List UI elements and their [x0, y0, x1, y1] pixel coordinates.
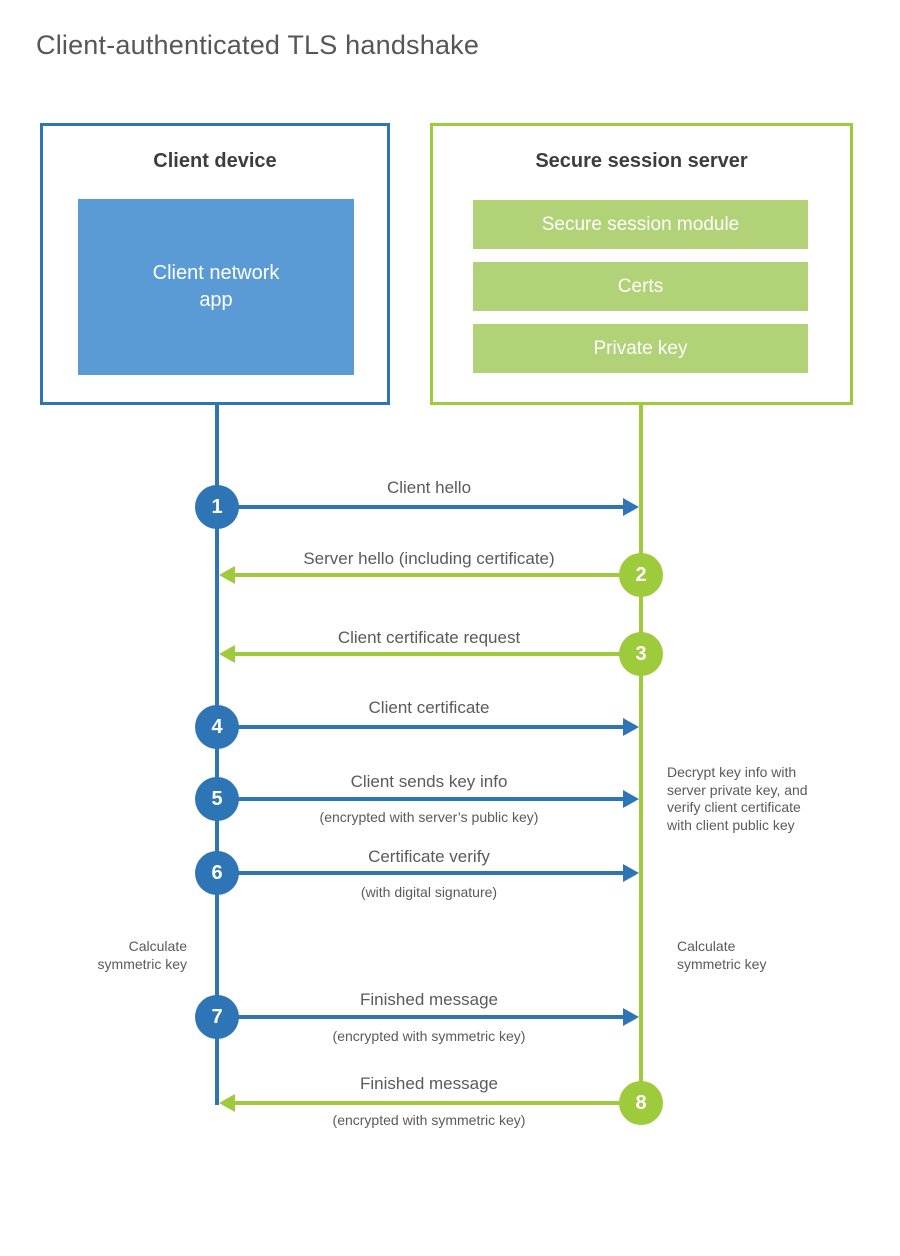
- arrowhead-left-icon: [219, 1094, 235, 1112]
- step-circle-5: 5: [195, 777, 239, 821]
- arrowhead-left-icon: [219, 645, 235, 663]
- arrowhead-right-icon: [623, 790, 639, 808]
- client-device-box: Client device Client network app: [40, 123, 390, 405]
- server-lifeline: [639, 405, 643, 1103]
- arrowhead-right-icon: [623, 718, 639, 736]
- calculate-symmetric-key-right: Calculate symmetric key: [677, 938, 767, 972]
- message-label-3: Client certificate request: [337, 628, 521, 647]
- decrypt-note: Decrypt key info with server private key…: [667, 764, 808, 833]
- arrow-certificate-verify: [217, 864, 639, 882]
- step-circle-7: 7: [195, 995, 239, 1039]
- message-label-5: Client sends key info: [350, 772, 508, 791]
- message-label-8: Finished message: [360, 1074, 498, 1093]
- arrow-finished-server: [219, 1094, 641, 1112]
- step-circle-3: 3: [619, 632, 663, 676]
- arrow-server-hello: [219, 566, 641, 584]
- message-sub-8: (encrypted with symmetric key): [332, 1112, 526, 1128]
- message-label-1: Client hello: [386, 478, 472, 497]
- secure-session-server-title: Secure session server: [535, 150, 748, 172]
- arrow-client-cert-request: [219, 645, 641, 663]
- arrowhead-right-icon: [623, 864, 639, 882]
- client-network-app-box: Client network app: [78, 199, 354, 375]
- client-lifeline: [215, 405, 219, 1105]
- message-sub-6: (with digital signature): [360, 884, 498, 900]
- step-circle-2: 2: [619, 553, 663, 597]
- message-label-6: Certificate verify: [368, 847, 490, 866]
- secure-session-server-box: Secure session server Secure session mod…: [430, 123, 853, 405]
- arrow-client-key-info: [217, 790, 639, 808]
- step-circle-8: 8: [619, 1081, 663, 1125]
- arrow-client-certificate: [217, 718, 639, 736]
- step-circle-6: 6: [195, 851, 239, 895]
- certs-bar: Certs: [473, 262, 808, 311]
- message-label-2: Server hello (including certificate): [303, 549, 555, 568]
- private-key-bar: Private key: [473, 324, 808, 373]
- message-label-7: Finished message: [360, 990, 498, 1009]
- step-circle-4: 4: [195, 705, 239, 749]
- step-circle-1: 1: [195, 485, 239, 529]
- secure-session-module-bar: Secure session module: [473, 200, 808, 249]
- page-title: Client-authenticated TLS handshake: [36, 30, 480, 60]
- arrowhead-right-icon: [623, 498, 639, 516]
- message-sub-7: (encrypted with symmetric key): [332, 1028, 526, 1044]
- arrow-finished-client: [217, 1008, 639, 1026]
- message-sub-5: (encrypted with server’s public key): [319, 809, 539, 825]
- arrowhead-right-icon: [623, 1008, 639, 1026]
- arrowhead-left-icon: [219, 566, 235, 584]
- calculate-symmetric-key-left: Calculate symmetric key: [97, 938, 187, 972]
- client-device-title: Client device: [153, 150, 277, 172]
- message-label-4: Client certificate: [368, 698, 490, 717]
- arrow-client-hello: [217, 498, 639, 516]
